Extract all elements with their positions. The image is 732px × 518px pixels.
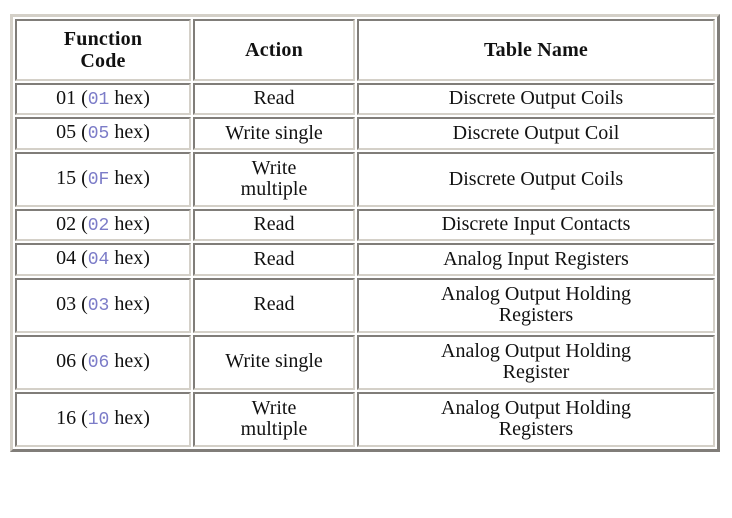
function-code-prefix: 02 ( [56, 212, 88, 235]
cell-function-code: 03 (03 hex) [15, 277, 191, 333]
table-name-line1: Analog Output Holding [441, 339, 631, 362]
action-line1: Read [253, 87, 295, 110]
function-code-prefix: 05 ( [56, 121, 88, 144]
function-code-suffix: hex) [109, 293, 150, 316]
cell-table-name: Discrete Output Coils [357, 151, 715, 207]
column-header-function-code-line2: Code [80, 50, 126, 72]
action-line2: multiple [240, 418, 308, 441]
action-line1: Read [253, 247, 295, 270]
table-row: 01 (01 hex) Read Discrete Output Coils [15, 83, 715, 116]
table-row: 04 (04 hex) Read Analog Input Registers [15, 243, 715, 276]
cell-table-name: Discrete Output Coils [357, 83, 715, 116]
function-code-prefix: 16 ( [56, 407, 88, 430]
cell-function-code: 01 (01 hex) [15, 83, 191, 116]
function-code-suffix: hex) [109, 350, 150, 373]
cell-function-code: 05 (05 hex) [15, 117, 191, 150]
function-code-hex: 03 [87, 296, 110, 317]
table-name-line1: Discrete Output Coils [448, 87, 624, 110]
cell-function-code: 06 (06 hex) [15, 334, 191, 390]
table-name-line1: Analog Output Holding [441, 282, 631, 305]
table-name-line2: Registers [498, 304, 574, 327]
function-code-prefix: 03 ( [56, 293, 88, 316]
action-line1: Write single [225, 121, 323, 144]
table-header: Function Code Action Table Name [15, 19, 715, 81]
function-code-suffix: hex) [109, 212, 150, 235]
table-row: 05 (05 hex) Write single Discrete Output… [15, 117, 715, 150]
function-code-hex: 05 [87, 124, 110, 145]
cell-function-code: 04 (04 hex) [15, 243, 191, 276]
cell-action: Read [193, 277, 355, 333]
function-code-hex: 0F [87, 170, 110, 191]
function-code-hex: 01 [87, 90, 110, 110]
table-name-line1: Discrete Output Coils [448, 167, 624, 190]
function-code-hex: 02 [87, 215, 110, 236]
table-body: 01 (01 hex) Read Discrete Output Coils 0… [15, 83, 715, 447]
action-line1: Write [251, 156, 297, 179]
column-header-table-name: Table Name [357, 19, 715, 81]
modbus-function-code-table: Function Code Action Table Name 01 (01 h… [10, 14, 720, 452]
function-code-suffix: hex) [109, 407, 150, 430]
function-code-prefix: 01 ( [56, 87, 88, 109]
cell-table-name: Discrete Input Contacts [357, 208, 715, 242]
table-row: 02 (02 hex) Read Discrete Input Contacts [15, 208, 715, 242]
cell-action: Write single [193, 117, 355, 150]
action-line1: Read [253, 213, 295, 236]
column-header-function-code: Function Code [15, 19, 191, 81]
cell-table-name: Discrete Output Coil [357, 117, 715, 150]
cell-table-name: Analog Input Registers [357, 243, 715, 276]
table-name-line1: Analog Output Holding [441, 396, 631, 419]
function-code-suffix: hex) [109, 121, 150, 144]
table-name-line1: Discrete Input Contacts [441, 213, 631, 236]
column-header-action: Action [193, 19, 355, 81]
table-name-line1: Discrete Output Coil [452, 121, 620, 144]
cell-action: Write single [193, 334, 355, 390]
action-line1: Write single [225, 350, 323, 373]
table-row: 06 (06 hex) Write single Analog Output H… [15, 334, 715, 390]
table-name-line2: Registers [498, 418, 574, 441]
function-code-suffix: hex) [109, 167, 150, 190]
action-line2: multiple [240, 178, 308, 201]
header-row: Function Code Action Table Name [15, 19, 715, 81]
action-line1: Write [251, 396, 297, 419]
function-code-suffix: hex) [109, 87, 150, 109]
function-code-prefix: 06 ( [56, 350, 88, 373]
cell-function-code: 15 (0F hex) [15, 151, 191, 207]
function-code-prefix: 15 ( [56, 167, 88, 190]
column-header-function-code-line1: Function [63, 27, 143, 50]
cell-action: Read [193, 83, 355, 116]
cell-action: Read [193, 243, 355, 276]
table-name-line1: Analog Input Registers [443, 247, 629, 270]
function-code-prefix: 04 ( [56, 247, 88, 270]
function-code-hex: 06 [87, 353, 110, 374]
cell-function-code: 02 (02 hex) [15, 208, 191, 242]
cell-action: Read [193, 208, 355, 242]
function-code-hex: 10 [87, 410, 110, 431]
function-code-hex: 04 [87, 250, 110, 271]
cell-function-code: 16 (10 hex) [15, 391, 191, 447]
function-code-suffix: hex) [109, 247, 150, 270]
table-name-line2: Register [502, 361, 570, 384]
action-line1: Read [253, 293, 295, 316]
